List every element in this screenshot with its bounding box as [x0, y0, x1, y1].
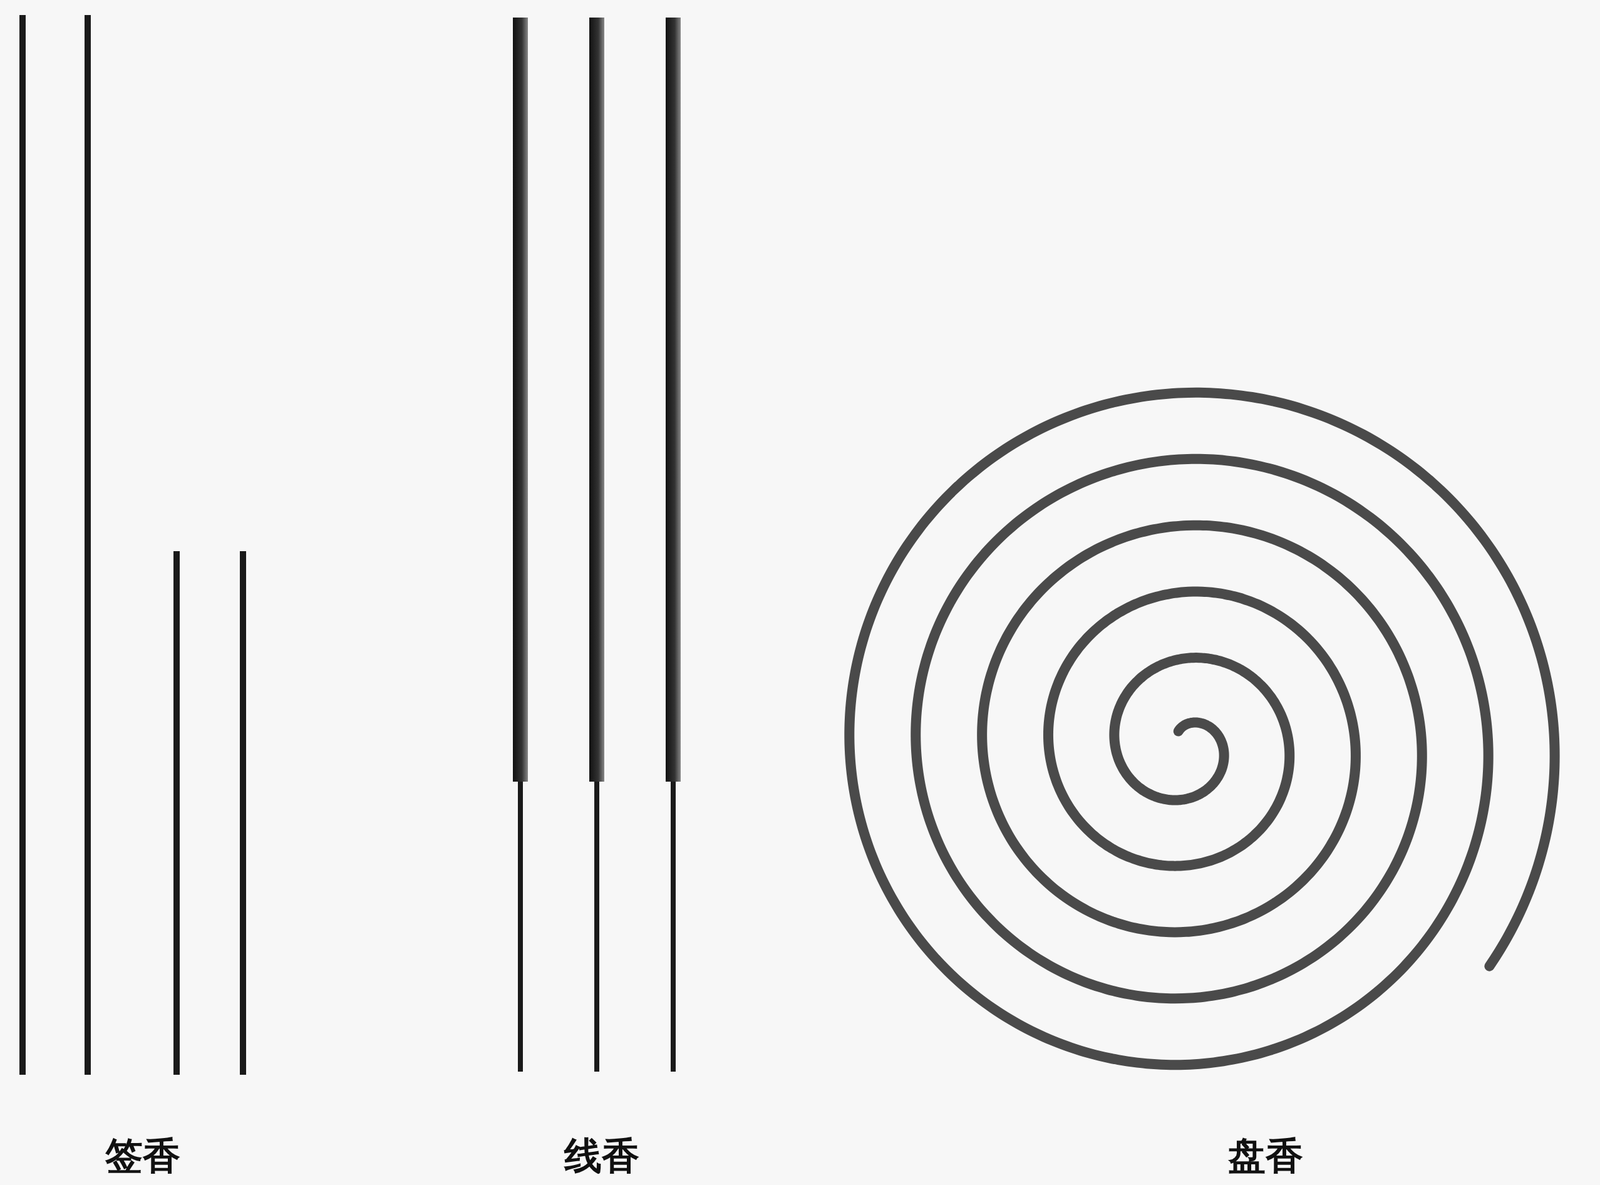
stick-incense	[22, 15, 243, 1075]
type-label: 线香	[564, 1134, 640, 1177]
type-label: 签香	[105, 1134, 181, 1177]
coil-incense	[849, 392, 1555, 1065]
type-label: 盘香	[1228, 1134, 1304, 1177]
thread-incense	[512, 17, 681, 1072]
